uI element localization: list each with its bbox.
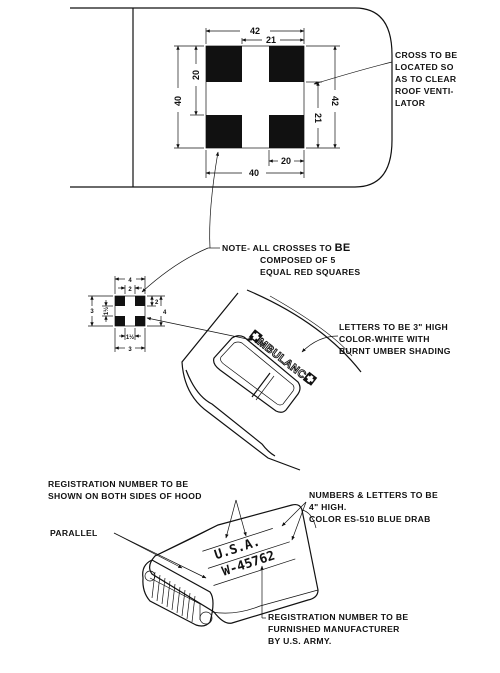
roof-cross — [205, 45, 305, 149]
small-dim-left-inner: 1½ — [103, 307, 110, 315]
numbers-leader-2 — [291, 501, 307, 541]
side-window — [213, 335, 301, 413]
dim-top-overall: 42 — [250, 26, 260, 36]
dim-right-half: 21 — [313, 113, 323, 123]
letters-note: LETTERS TO BE 3" HIGH COLOR-WHITE WITH B… — [339, 322, 451, 356]
general-note: NOTE- ALL CROSSES TO BE COMPOSED OF 5 EQ… — [222, 242, 360, 277]
dim-left-half: 20 — [191, 70, 201, 80]
parallel-label: PARALLEL — [50, 528, 98, 538]
numbers-note: NUMBERS & LETTERS TO BE 4" HIGH. COLOR E… — [309, 490, 441, 524]
dim-bottom-half: 20 — [281, 156, 291, 166]
roof-cross-note: CROSS TO BE LOCATED SO AS TO CLEAR ROOF … — [395, 50, 460, 108]
dim-top-half: 21 — [266, 35, 276, 45]
dim-right-overall: 42 — [330, 96, 340, 106]
manufacturer-note: REGISTRATION NUMBER TO BE FURNISHED MANU… — [268, 612, 411, 646]
small-dim-top: 4 — [128, 278, 132, 284]
grille — [142, 559, 214, 627]
roof-top-view: 42 21 40 20 42 — [70, 7, 460, 188]
registration-marking: U.S.A. W-45762 — [202, 528, 296, 586]
registration-leader-2 — [225, 499, 237, 539]
small-dim-bottom-inner: 1½ — [126, 334, 134, 341]
letters-note-leader — [301, 335, 339, 353]
dim-left-overall: 40 — [173, 96, 183, 106]
parallel-leader-2 — [113, 532, 207, 579]
small-dim-right-b: 4 — [163, 310, 167, 316]
registration-leader-1 — [235, 499, 247, 537]
hood-view: U.S.A. W-45762 REGISTRATION NUMBER TO BE… — [48, 479, 441, 646]
roof-outline — [70, 7, 393, 188]
small-cross-detail: 4 2 3 1½ 2 4 1½ 3 — [88, 276, 253, 353]
general-note-group: NOTE- ALL CROSSES TO BE COMPOSED OF 5 EQ… — [141, 151, 360, 293]
registration-note: REGISTRATION NUMBER TO BE SHOWN ON BOTH … — [48, 479, 202, 501]
panel-outline — [181, 292, 301, 471]
roof-note-leader — [313, 61, 393, 85]
small-dim-right-a: 2 — [155, 300, 159, 306]
ambulance-panel: AMBULANCE LETTERS TO BE 3" HIGH COLOR-WH… — [181, 289, 451, 471]
ambulance-lettering: AMBULANCE — [248, 329, 318, 387]
note-leader-to-roof — [209, 151, 220, 249]
numbers-leader-1 — [281, 501, 307, 527]
hood-outline — [149, 503, 319, 624]
small-dim-bottom-outer: 3 — [128, 347, 132, 353]
dim-bottom-overall: 40 — [249, 168, 259, 178]
note-leader-to-small-cross — [141, 247, 209, 293]
small-cross — [114, 295, 146, 327]
roof-cross-dimensions: 42 21 40 20 42 — [173, 26, 340, 178]
cross-icon-right — [303, 371, 318, 386]
cross-icon-left — [248, 329, 263, 344]
small-cross-leader — [146, 317, 253, 341]
small-dim-left-outer: 3 — [90, 309, 94, 315]
small-dim-top-inner: 2 — [128, 287, 132, 293]
